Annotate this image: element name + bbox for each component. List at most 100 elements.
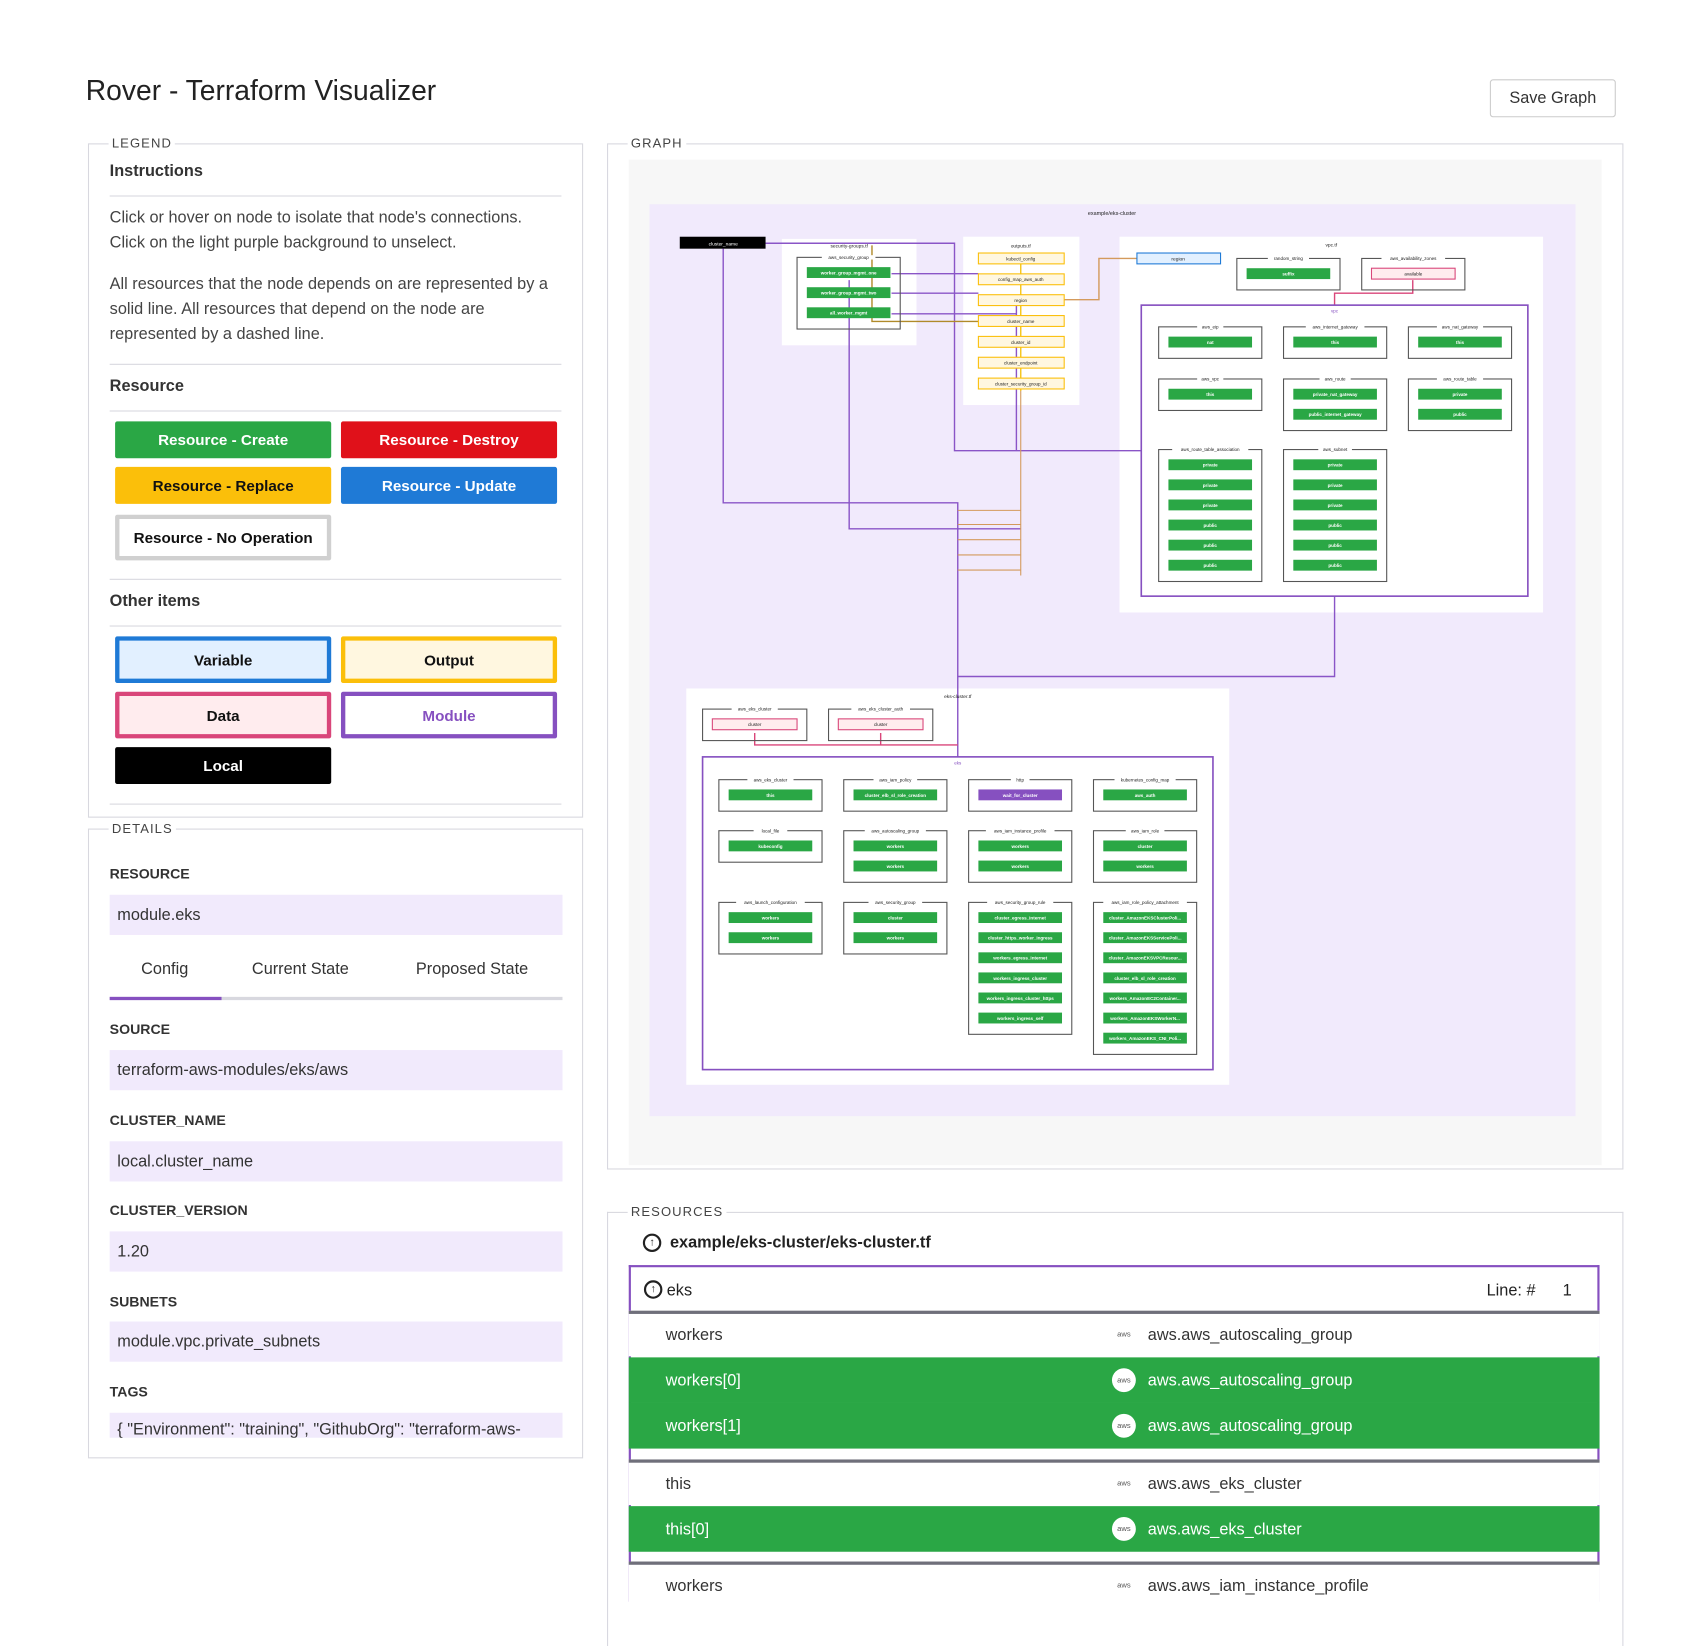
resource-node[interactable] — [837, 718, 924, 731]
legend-output[interactable]: Output — [340, 636, 558, 684]
resource-node[interactable] — [853, 932, 938, 944]
resource-node[interactable] — [1246, 268, 1331, 280]
resource-node[interactable] — [853, 840, 938, 852]
file-label: eks-cluster.tf — [944, 694, 972, 700]
resource-node[interactable] — [1293, 499, 1377, 511]
resource-node[interactable] — [978, 952, 1063, 964]
resource-node[interactable] — [1103, 789, 1187, 801]
resource-node[interactable] — [1370, 267, 1456, 280]
resource-node[interactable] — [1103, 840, 1187, 852]
resource-node[interactable] — [728, 912, 813, 924]
legend-local[interactable]: Local — [115, 747, 332, 785]
resource-file-header[interactable]: ↑ example/eks-cluster/eks-cluster.tf — [642, 1233, 931, 1253]
resource-node[interactable] — [1418, 408, 1502, 420]
resource-node[interactable] — [1293, 459, 1377, 471]
divider — [109, 363, 562, 365]
resource-node[interactable] — [1168, 336, 1253, 348]
tab-current-state[interactable]: Current State — [251, 959, 349, 979]
resource-node[interactable] — [1293, 408, 1377, 420]
resource-node[interactable] — [1168, 519, 1253, 531]
graph-diagram[interactable]: example/eks-clustercluster_nameregionsec… — [649, 204, 1576, 1117]
save-graph-button[interactable]: Save Graph — [1489, 79, 1616, 118]
output-node[interactable] — [977, 377, 1065, 390]
legend-resource-replace[interactable]: Resource - Replace — [115, 466, 332, 504]
resource-node[interactable] — [1293, 559, 1377, 571]
resource-node[interactable] — [853, 860, 938, 872]
resource-node[interactable] — [1418, 388, 1502, 400]
resource-node[interactable] — [1168, 459, 1253, 471]
resource-node[interactable] — [1103, 1032, 1187, 1044]
resource-node[interactable] — [978, 992, 1063, 1004]
tab-proposed-state[interactable]: Proposed State — [415, 959, 529, 979]
resource-node[interactable] — [853, 912, 938, 924]
field-cluster-version: 1.20 — [109, 1231, 563, 1272]
resource-node[interactable] — [978, 860, 1063, 872]
resource-node[interactable] — [978, 932, 1063, 944]
legend-resource-create[interactable]: Resource - Create — [115, 421, 332, 459]
aws-logo-icon: aws — [1111, 1517, 1136, 1541]
resource-type: aws.aws_eks_cluster — [1147, 1474, 1302, 1494]
resource-node[interactable] — [806, 307, 891, 319]
resource-node[interactable] — [1293, 388, 1377, 400]
legend-resource-no-op[interactable]: Resource - No Operation — [115, 514, 332, 561]
resource-node[interactable] — [978, 972, 1063, 984]
tab-config[interactable]: Config — [141, 959, 189, 979]
resource-node[interactable] — [806, 267, 891, 278]
module-eks[interactable] — [701, 756, 1214, 1071]
legend-data[interactable]: Data — [115, 691, 332, 739]
resource-node[interactable] — [1103, 972, 1187, 984]
resource-node[interactable] — [1103, 952, 1187, 964]
resource-node[interactable] — [1103, 1012, 1187, 1024]
line-label: Line: # — [1486, 1281, 1536, 1300]
edge — [1064, 257, 1137, 301]
resource-node[interactable] — [1103, 912, 1187, 924]
legend-resource-destroy[interactable]: Resource - Destroy — [340, 421, 558, 459]
output-node[interactable] — [977, 273, 1065, 286]
resource-node[interactable] — [728, 840, 813, 852]
output-node[interactable] — [977, 252, 1065, 265]
resource-node[interactable] — [1168, 479, 1253, 491]
resource-node[interactable] — [1293, 539, 1377, 551]
resource-node[interactable] — [1168, 539, 1253, 551]
resource-node[interactable] — [711, 718, 798, 731]
module-header-eks[interactable]: ↑ eks Line: # 1 — [631, 1267, 1597, 1313]
resource-node[interactable] — [1293, 479, 1377, 491]
output-node[interactable] — [977, 356, 1065, 369]
variable-node[interactable] — [1136, 252, 1222, 265]
output-node[interactable] — [977, 315, 1065, 327]
resource-node[interactable] — [1168, 499, 1253, 511]
resource-node[interactable] — [728, 932, 813, 944]
local-node[interactable] — [679, 236, 766, 249]
resource-node[interactable] — [978, 789, 1063, 801]
collapse-up-icon[interactable]: ↑ — [643, 1280, 663, 1299]
output-node[interactable] — [977, 294, 1065, 307]
resource-node[interactable] — [978, 912, 1063, 924]
resource-node[interactable] — [1103, 992, 1187, 1004]
resource-node[interactable] — [1103, 860, 1187, 872]
resource-name: workers[1] — [665, 1416, 741, 1436]
legend-module[interactable]: Module — [340, 691, 558, 739]
output-node[interactable] — [977, 335, 1065, 348]
resource-node[interactable] — [806, 287, 891, 299]
resource-node[interactable] — [728, 789, 813, 801]
resource-node[interactable] — [978, 840, 1063, 852]
resource-node[interactable] — [1293, 519, 1377, 531]
resource-node[interactable] — [853, 789, 938, 801]
legend-variable[interactable]: Variable — [115, 636, 332, 684]
resource-node[interactable] — [1168, 559, 1253, 571]
resource-node[interactable] — [1103, 932, 1187, 944]
module-vpc[interactable] — [1140, 304, 1529, 597]
field-subnets: module.vpc.private_subnets — [109, 1321, 563, 1362]
legend-resource-update[interactable]: Resource - Update — [340, 466, 558, 504]
collapse-up-icon[interactable]: ↑ — [642, 1233, 662, 1253]
resource-node[interactable] — [1168, 388, 1253, 400]
resource-node[interactable] — [1418, 336, 1502, 348]
resource-node[interactable] — [978, 1012, 1063, 1024]
resource-node[interactable] — [1293, 336, 1377, 348]
